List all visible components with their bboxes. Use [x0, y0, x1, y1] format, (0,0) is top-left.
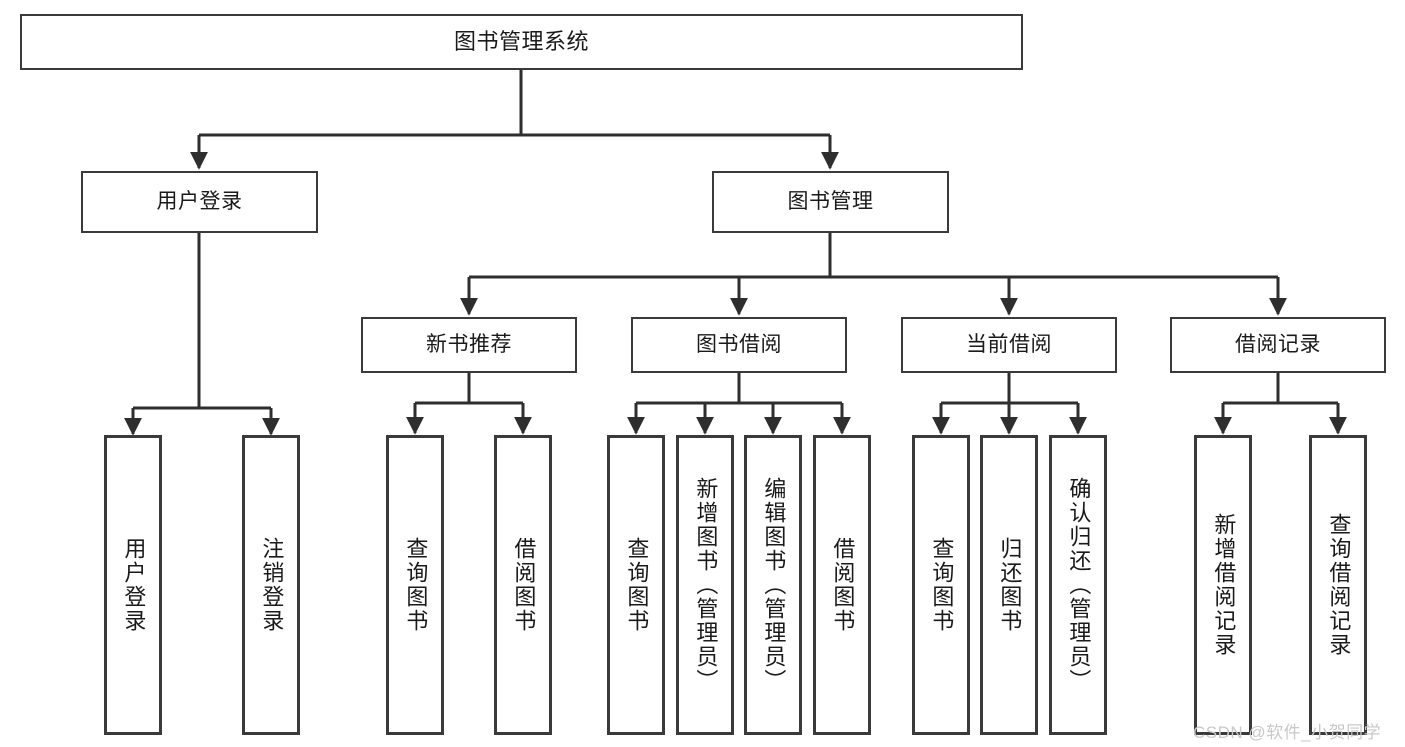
node-book-management[interactable]: 图书管理: [712, 171, 949, 233]
leaf-book-borrow-edit-label: 编辑图书（管理员）: [761, 477, 787, 693]
node-new-book-recommend-label: 新书推荐: [426, 332, 512, 356]
leaf-user-login-login[interactable]: 用户登录: [104, 435, 162, 735]
node-book-borrow[interactable]: 图书借阅: [631, 317, 847, 373]
leaf-user-login-logout[interactable]: 注销登录: [242, 435, 300, 735]
leaf-current-borrow-confirm[interactable]: 确认归还（管理员）: [1049, 435, 1107, 735]
leaf-new-book-query[interactable]: 查询图书: [386, 435, 444, 735]
node-root-system-label: 图书管理系统: [453, 29, 589, 55]
node-current-borrow[interactable]: 当前借阅: [901, 317, 1117, 373]
leaf-borrow-records-add-label: 新增借阅记录: [1211, 513, 1237, 657]
watermark-csdn: CSDN @软件_小贺同学: [1193, 723, 1382, 742]
leaf-current-borrow-query-label: 查询图书: [929, 537, 955, 633]
node-borrow-records-label: 借阅记录: [1235, 332, 1321, 356]
node-root-system[interactable]: 图书管理系统: [20, 14, 1023, 70]
node-book-management-label: 图书管理: [787, 189, 874, 213]
leaf-book-borrow-add-label: 新增图书（管理员）: [693, 477, 719, 693]
leaf-borrow-records-query-label: 查询借阅记录: [1326, 513, 1352, 657]
node-user-login-label: 用户登录: [156, 189, 243, 213]
node-new-book-recommend[interactable]: 新书推荐: [361, 317, 577, 373]
leaf-book-borrow-borrow-label: 借阅图书: [830, 537, 856, 633]
leaf-new-book-query-label: 查询图书: [403, 537, 429, 633]
leaf-user-login-logout-label: 注销登录: [259, 537, 285, 633]
leaf-current-borrow-query[interactable]: 查询图书: [912, 435, 970, 735]
leaf-book-borrow-edit[interactable]: 编辑图书（管理员）: [744, 435, 802, 735]
leaf-book-borrow-borrow[interactable]: 借阅图书: [813, 435, 871, 735]
node-borrow-records[interactable]: 借阅记录: [1170, 317, 1386, 373]
node-current-borrow-label: 当前借阅: [966, 332, 1052, 356]
leaf-new-book-borrow-label: 借阅图书: [511, 537, 537, 633]
node-user-login[interactable]: 用户登录: [81, 171, 318, 233]
leaf-borrow-records-query[interactable]: 查询借阅记录: [1309, 435, 1367, 735]
leaf-book-borrow-query[interactable]: 查询图书: [607, 435, 665, 735]
leaf-borrow-records-add[interactable]: 新增借阅记录: [1194, 435, 1252, 735]
leaf-new-book-borrow[interactable]: 借阅图书: [494, 435, 552, 735]
leaf-user-login-login-label: 用户登录: [121, 537, 147, 633]
leaf-current-borrow-return-label: 归还图书: [997, 537, 1023, 633]
node-book-borrow-label: 图书借阅: [696, 332, 782, 356]
leaf-book-borrow-add[interactable]: 新增图书（管理员）: [676, 435, 734, 735]
leaf-book-borrow-query-label: 查询图书: [624, 537, 650, 633]
leaf-current-borrow-return[interactable]: 归还图书: [980, 435, 1038, 735]
leaf-current-borrow-confirm-label: 确认归还（管理员）: [1066, 477, 1092, 693]
